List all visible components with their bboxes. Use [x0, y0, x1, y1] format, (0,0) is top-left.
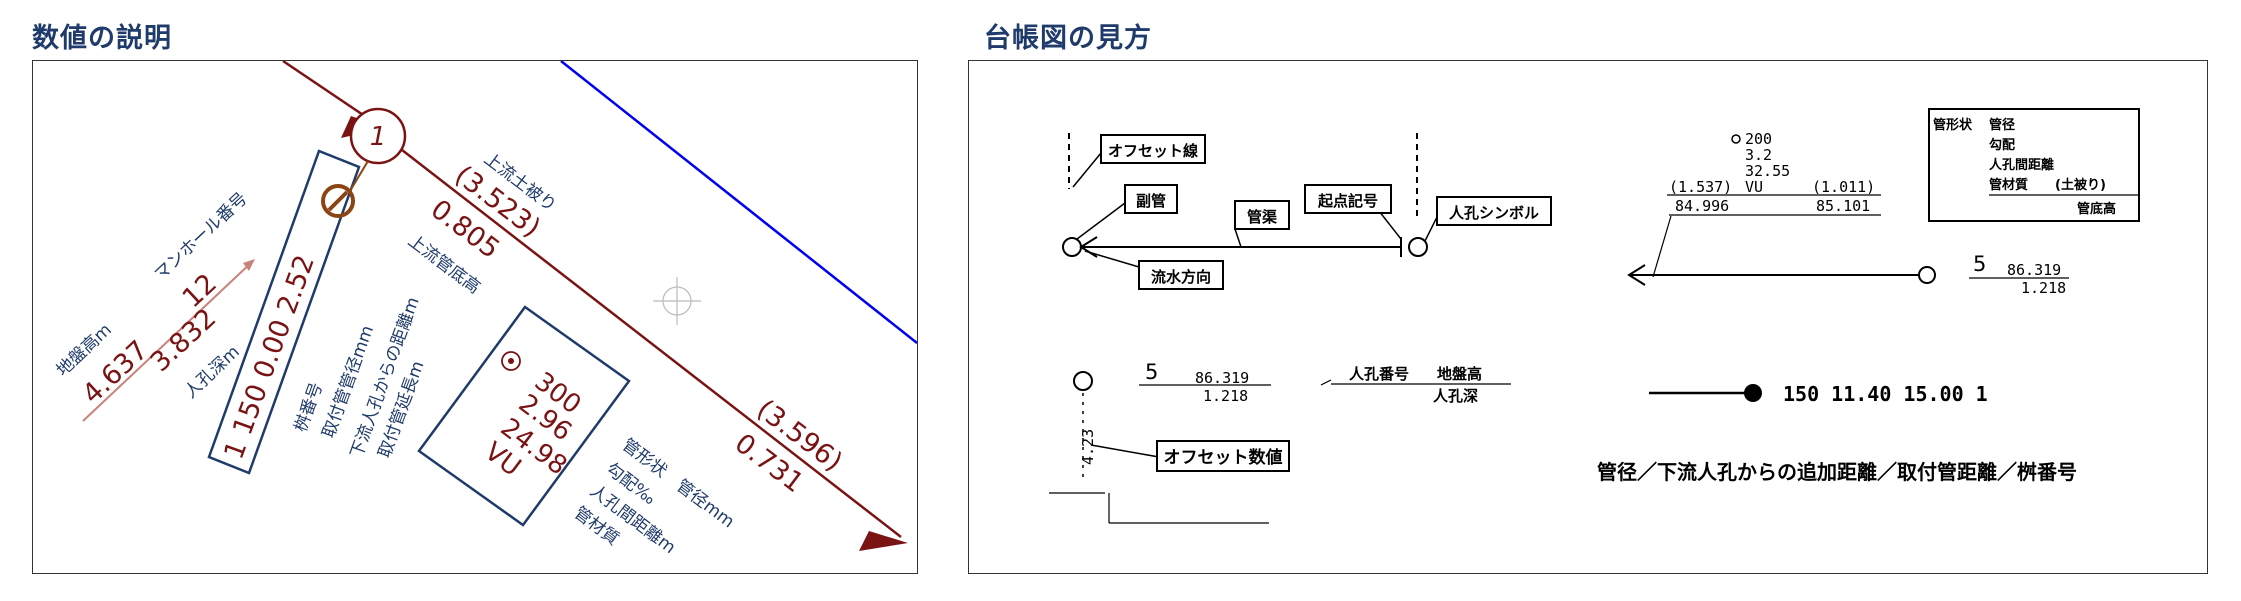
right-section-title: 台帳図の見方	[984, 23, 1152, 54]
legend-diameter: 管径	[1989, 117, 2015, 133]
offset-value-callout	[1156, 440, 1290, 472]
manhole-symbol-right	[1408, 237, 1428, 257]
manhole-symbol-label: 人孔シンボル	[1449, 204, 1539, 222]
manhole-symbol-callout	[1436, 196, 1552, 226]
offset-line-label: オフセット線	[1108, 142, 1198, 160]
manhole-symbol-sample	[1073, 371, 1093, 391]
pipe-length-text: 32.55	[1745, 162, 1790, 180]
start-symbol-callout	[1304, 184, 1392, 214]
manhole-depth-sample-a: 1.218	[2021, 279, 2066, 297]
flow-direction-callout	[1138, 260, 1224, 290]
manhole-depth-sample-b: 1.218	[1203, 387, 1248, 405]
pipe-shape-circle-icon	[1731, 134, 1741, 144]
downstream-invert-text: 85.101	[1816, 197, 1870, 215]
manhole-depth-label: 人孔深	[1433, 387, 1478, 405]
upstream-cover-text: (1.537)	[1669, 178, 1732, 196]
legend-span: 人孔間距離	[1989, 157, 2054, 173]
manhole-info-line	[82, 260, 254, 422]
offset-value-label: オフセット数値	[1164, 447, 1283, 468]
pipe-channel-label: 管渠	[1247, 208, 1277, 226]
left-section-title: 数値の説明	[32, 23, 172, 54]
lateral-info-box	[207, 149, 361, 475]
manhole-number-sample-b: 5	[1145, 360, 1158, 384]
downstream-cover-text: (1.011)	[1812, 178, 1875, 196]
sub-pipe-label: 副管	[1136, 192, 1166, 210]
numeric-explanation-panel: 1 上流土被り (3.523) 0.805 上流管底高 (3.596) 0.73…	[32, 60, 918, 574]
manhole-number: 1	[370, 122, 387, 152]
start-symbol-label: 起点記号	[1317, 192, 1378, 210]
flow-arrow-lower	[859, 531, 908, 551]
boundary-line	[560, 61, 917, 344]
legend-pipe-shape: 管形状	[1933, 117, 1973, 133]
legend-invert: 管底高	[2077, 201, 2116, 217]
pipe-spec-box	[417, 305, 631, 527]
offset-value-text: 4.23	[1079, 429, 1097, 465]
legend-material: 管材質	[1989, 177, 2028, 193]
legend-slope: 勾配	[1989, 137, 2015, 153]
ground-height-label: 地盤高	[1437, 365, 1482, 383]
crosshair-icon	[653, 277, 701, 325]
attribute-legend-box	[1928, 108, 2140, 222]
sub-pipe-callout	[1124, 184, 1178, 214]
manhole-number-label: 人孔番号	[1349, 365, 1409, 383]
upstream-invert-text: 84.996	[1675, 197, 1729, 215]
ground-height-sample-b: 86.319	[1195, 369, 1249, 387]
pipe-diameter-text: 200	[1745, 130, 1772, 148]
manhole-number-sample-a: 5	[1973, 252, 1986, 276]
manhole-symbol-icon	[501, 351, 521, 371]
legend-cover: (土被り)	[2055, 177, 2106, 193]
numeric-explanation-diagram: 1 上流土被り (3.523) 0.805 上流管底高 (3.596) 0.73…	[53, 61, 917, 558]
ledger-legend-panel: オフセット線 副管 管渠 起点記号 人孔シンボル 流水方向 200 3.2 32…	[968, 60, 2208, 574]
lateral-caption: 管径／下流人孔からの追加距離／取付管距離／桝番号	[1597, 460, 2077, 484]
flow-direction-label: 流水方向	[1151, 268, 1211, 286]
pipe-channel-callout	[1234, 200, 1290, 230]
manhole-symbol-left	[1062, 237, 1082, 257]
pipe-material-text: VU	[1745, 178, 1763, 196]
pipe-slope-text: 3.2	[1745, 146, 1772, 164]
ground-height-sample-a: 86.319	[2007, 261, 2061, 279]
masu-symbol-icon	[1744, 384, 1762, 402]
pipe-segment-main	[392, 142, 902, 538]
manhole-circle	[349, 107, 407, 165]
masu-icon	[321, 184, 355, 218]
offset-line-callout	[1100, 134, 1206, 164]
ledger-legend-diagram: オフセット線 副管 管渠 起点記号 人孔シンボル 流水方向 200 3.2 32…	[1049, 108, 2140, 524]
lateral-values-text: 150 11.40 15.00 1	[1783, 382, 1988, 406]
